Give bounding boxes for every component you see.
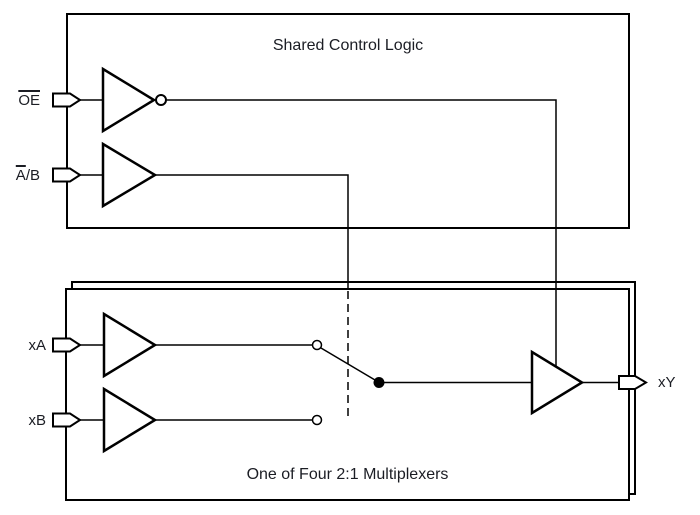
- ab-input-pin: [52, 167, 82, 183]
- oe-inverter-gate: [101, 66, 157, 134]
- control-box: [66, 13, 630, 229]
- control-box-title: Shared Control Logic: [272, 37, 424, 54]
- switch-contact-a: [311, 339, 323, 351]
- xa-buffer-gate: [102, 311, 158, 379]
- ab-pin-label: A/B: [0, 167, 40, 185]
- oe-pin-label-overlined: OE: [18, 92, 40, 109]
- xb-buffer-gate: [102, 386, 158, 454]
- ab-wire: [80, 174, 349, 290]
- xy-output-pin: [618, 375, 648, 390]
- ab-pin-label-rest: /B: [25, 167, 40, 184]
- mux-box-title: One of Four 2:1 Multiplexers: [246, 466, 449, 483]
- switch-contact-b: [311, 414, 323, 426]
- output-buffer-gate: [530, 349, 585, 416]
- switch-wiper: [320, 347, 376, 381]
- oe-pin-label: OE: [0, 92, 40, 110]
- xa-pin-label: xA: [28, 337, 46, 354]
- switch-common-node: [373, 377, 385, 388]
- ab-pin-label-overlined: A: [15, 167, 26, 184]
- xb-input-pin: [52, 412, 82, 428]
- oe-wire: [80, 99, 557, 367]
- oe-input-pin: [52, 92, 82, 108]
- xb-pin-label: xB: [28, 412, 46, 429]
- xa-input-pin: [52, 337, 82, 353]
- oe-inverter-bubble: [155, 94, 167, 106]
- ab-buffer-gate: [101, 141, 158, 209]
- xy-pin-label: xY: [658, 374, 676, 391]
